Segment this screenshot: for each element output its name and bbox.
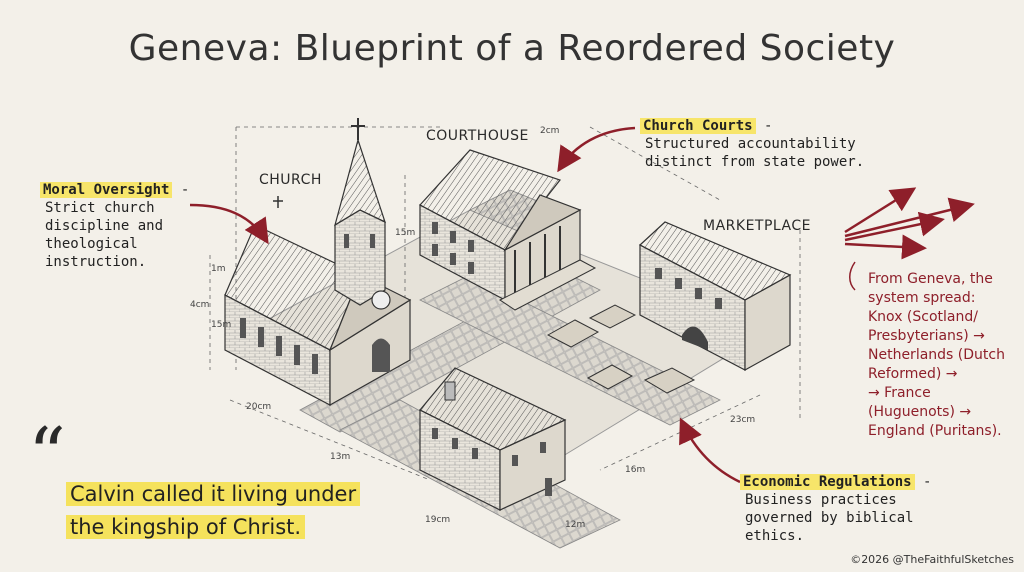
church-courts-heading: Church Courts	[640, 118, 756, 134]
spread-line: (Huguenots) →	[868, 403, 1018, 422]
quote-line: Calvin called it living under	[66, 482, 360, 506]
dimension-label: 20cm	[246, 402, 271, 412]
dimension-label: 12m	[565, 520, 585, 530]
spread-line: system spread:	[868, 289, 1018, 308]
callout-line: distinct from state power.	[640, 153, 910, 171]
spread-line: From Geneva, the	[868, 270, 1018, 289]
economic-regulations-heading: Economic Regulations	[740, 474, 915, 490]
callout-line: theological	[40, 235, 230, 253]
courthouse-label: COURTHOUSE	[426, 128, 529, 144]
calvin-quote: Calvin called it living under the kingsh…	[66, 478, 360, 544]
marketplace-label: MARKETPLACE	[703, 218, 811, 234]
quote-line: the kingship of Christ.	[66, 515, 305, 539]
dimension-label: 19cm	[425, 515, 450, 525]
dimension-label: 15m	[395, 228, 415, 238]
spread-line: → France	[868, 384, 1018, 403]
dimension-label: 15m	[211, 320, 231, 330]
callout-line: governed by biblical	[740, 509, 970, 527]
dimension-label: 23cm	[730, 415, 755, 425]
spread-line: England (Puritans).	[868, 422, 1018, 441]
heading-dash: -	[756, 118, 773, 134]
spread-line: Presbyterians) →	[868, 327, 1018, 346]
callout-line: instruction.	[40, 253, 230, 271]
callout-line: discipline and	[40, 217, 230, 235]
church-building	[225, 118, 410, 405]
dimension-label: 16m	[625, 465, 645, 475]
heading-dash: -	[172, 182, 189, 198]
spread-line: Netherlands (Dutch	[868, 346, 1018, 365]
church-courts-callout: Church Courts - Structured accountabilit…	[640, 117, 910, 171]
spread-line: Knox (Scotland/	[868, 308, 1018, 327]
dimension-label: 4cm	[190, 300, 209, 310]
moral-oversight-callout: Moral Oversight - Strict church discipli…	[40, 181, 230, 271]
dimension-label: 2cm	[540, 126, 559, 136]
callout-line: Structured accountability	[640, 135, 910, 153]
copyright-credit: ©2026 @TheFaithfulSketches	[850, 553, 1014, 566]
economic-regulations-callout: Economic Regulations - Business practice…	[740, 473, 970, 545]
quote-mark-icon: “	[28, 425, 66, 485]
callout-line: ethics.	[740, 527, 970, 545]
dimension-label: 13m	[330, 452, 350, 462]
moral-oversight-heading: Moral Oversight	[40, 182, 172, 198]
callout-line: Strict church	[40, 199, 230, 217]
church-label: CHURCH	[259, 172, 322, 188]
heading-dash: -	[915, 474, 932, 490]
spread-note: From Geneva, the system spread: Knox (Sc…	[868, 270, 1018, 441]
spread-line: Reformed) →	[868, 365, 1018, 384]
callout-line: Business practices	[740, 491, 970, 509]
